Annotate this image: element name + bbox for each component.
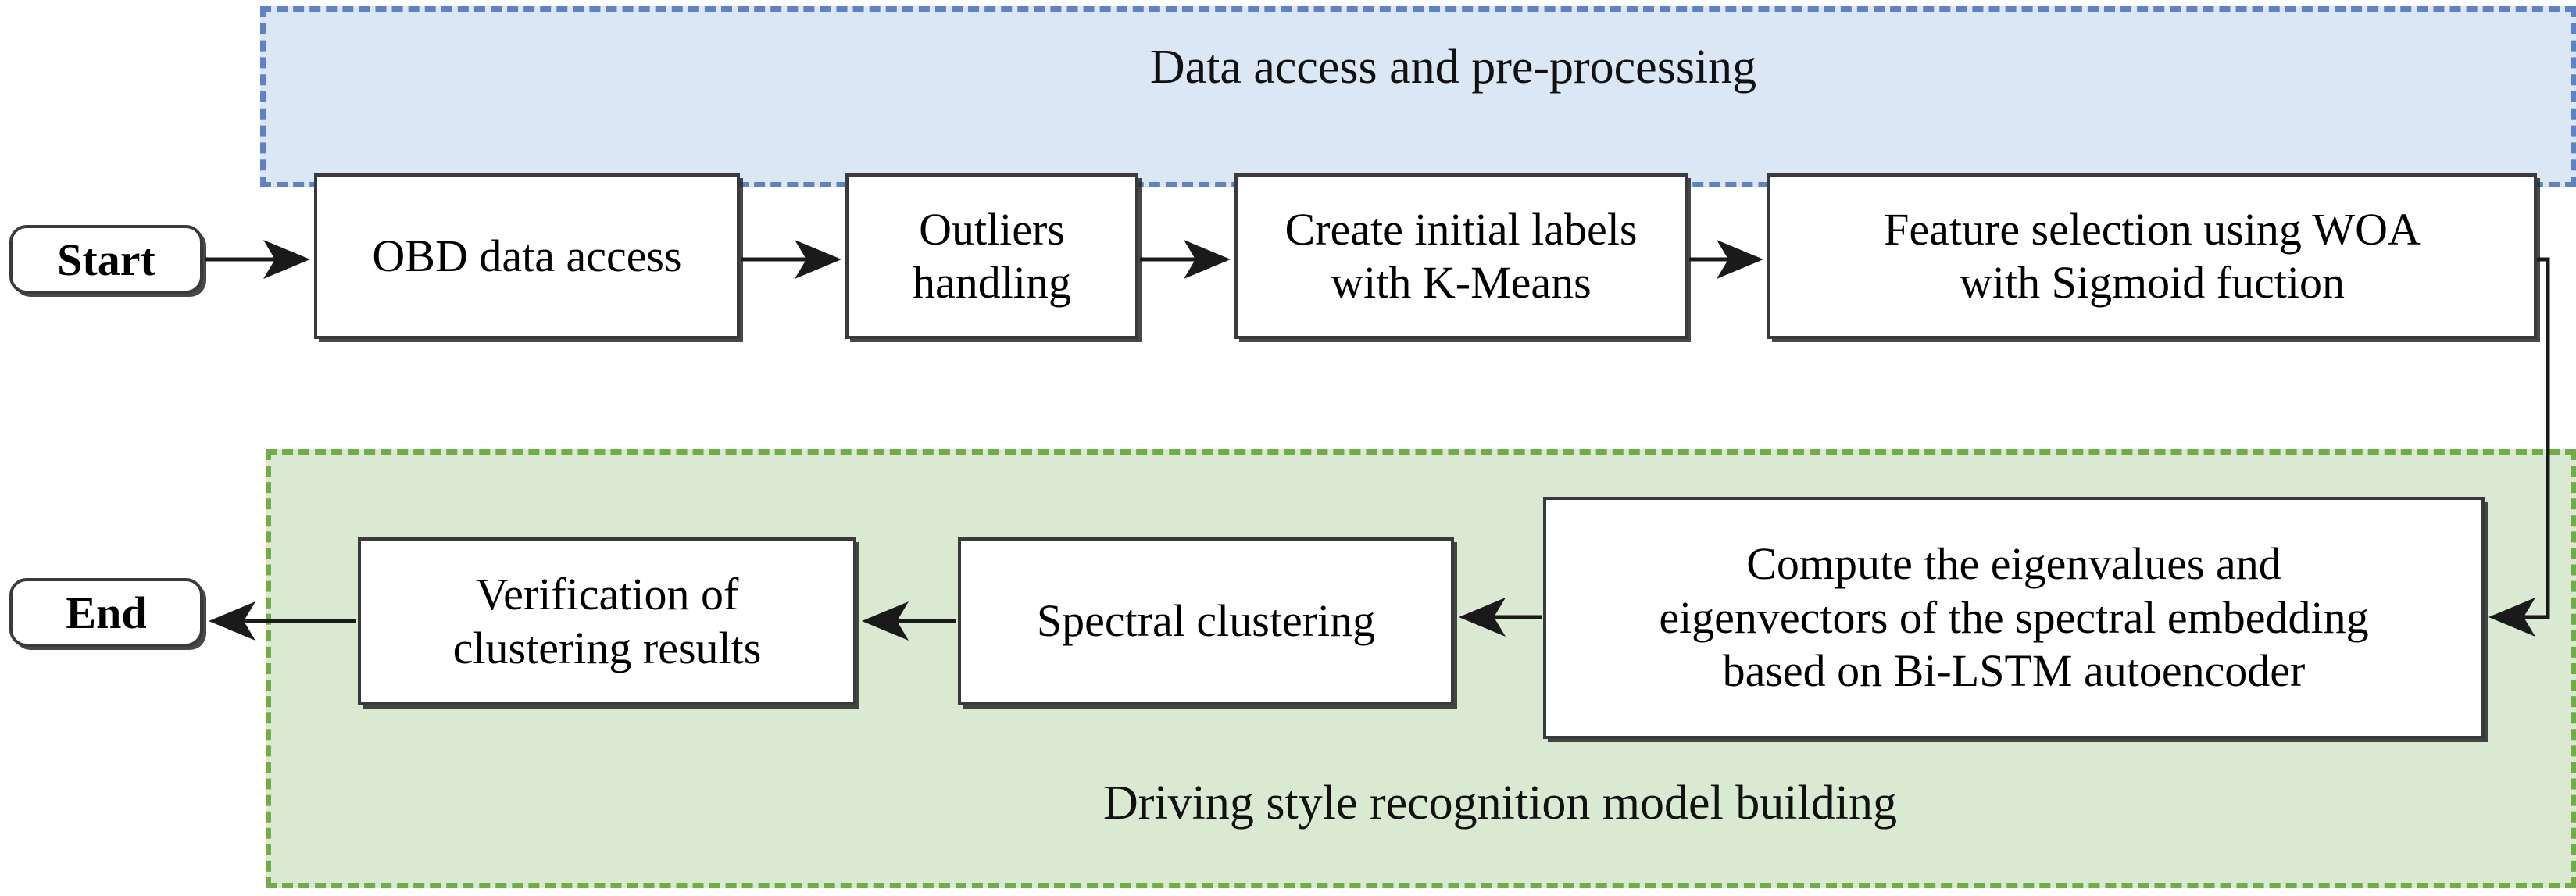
node-verification-clustering-results[interactable]: Verification of clustering results — [358, 537, 856, 705]
node-obd-data-access-label: OBD data access — [372, 230, 682, 281]
node-woa-label-line2: with Sigmoid fuction — [1960, 257, 2345, 308]
node-verification-label-line1: Verification of — [475, 569, 739, 620]
node-create-initial-labels-kmeans[interactable]: Create initial labels with K-Means — [1234, 173, 1688, 339]
terminator-end-label: End — [66, 587, 147, 638]
node-outliers-handling[interactable]: Outliers handling — [845, 173, 1138, 339]
node-verification-label-line2: clustering results — [452, 622, 762, 673]
node-compute-eigen-bilstm[interactable]: Compute the eigenvalues and eigenvectors… — [1543, 497, 2485, 739]
node-spectral-clustering[interactable]: Spectral clustering — [958, 537, 1454, 705]
terminator-end[interactable]: End — [9, 578, 203, 647]
node-eigen-label-line2: eigenvectors of the spectral embedding — [1659, 591, 2369, 643]
node-outliers-handling-label-line2: handling — [913, 257, 1071, 308]
group-preprocessing-title: Data access and pre-processing — [1149, 41, 1757, 94]
group-modeling-title: Driving style recognition model building — [1103, 776, 1897, 830]
node-outliers-handling-label-line1: Outliers — [919, 203, 1065, 255]
terminator-start-label: Start — [57, 234, 155, 285]
node-spectral-clustering-label: Spectral clustering — [1036, 595, 1376, 647]
node-kmeans-label-line2: with K-Means — [1331, 257, 1592, 308]
node-kmeans-label-line1: Create initial labels — [1284, 203, 1638, 255]
group-preprocessing — [260, 6, 2576, 187]
terminator-start[interactable]: Start — [9, 225, 203, 294]
node-woa-label-line1: Feature selection using WOA — [1884, 203, 2421, 255]
node-eigen-label-line1: Compute the eigenvalues and — [1746, 538, 2281, 590]
node-obd-data-access[interactable]: OBD data access — [314, 173, 740, 339]
node-feature-selection-woa[interactable]: Feature selection using WOA with Sigmoid… — [1767, 173, 2537, 339]
node-eigen-label-line3: based on Bi-LSTM autoencoder — [1722, 645, 2306, 697]
